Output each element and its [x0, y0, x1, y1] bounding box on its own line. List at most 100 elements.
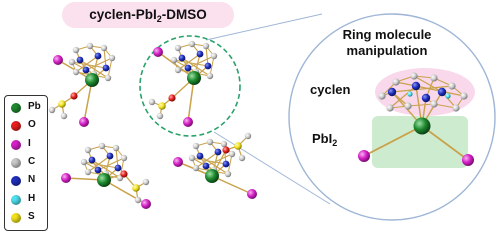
bond [85, 57, 113, 71]
bond [187, 77, 195, 123]
iodine-atom [141, 199, 151, 209]
nitrogen-atom [94, 166, 102, 174]
legend-label-pb: Pb [28, 101, 41, 112]
carbon-atom [452, 104, 460, 112]
lead-atom [187, 71, 201, 85]
bond [389, 85, 417, 109]
oxygen-atom [70, 92, 78, 100]
carbon-atom [460, 92, 468, 100]
bond [83, 161, 107, 175]
carbon-atom [80, 158, 88, 166]
sulfur-atom [58, 100, 66, 108]
carbon-atom [174, 66, 182, 74]
carbon-atom [448, 82, 456, 90]
legend-label-c: C [28, 155, 36, 167]
carbon-atom [84, 146, 92, 154]
iodine-atom [53, 55, 63, 65]
sulfur-atom [234, 142, 242, 150]
carbon-atom [142, 178, 150, 186]
iodine-atom [358, 150, 370, 162]
bond [421, 125, 469, 161]
iodine-atom [462, 154, 474, 166]
nitrogen-atom [102, 64, 110, 72]
carbon-atom [112, 144, 120, 152]
carbon-atom [100, 44, 108, 52]
carbon-atom [220, 140, 228, 148]
carbon-atom [430, 74, 438, 82]
bond [407, 103, 435, 107]
iodine-atom [247, 189, 257, 199]
oxygen-atom [222, 146, 230, 154]
bond [181, 57, 211, 77]
carbon-atom [86, 42, 94, 50]
lead-atom [97, 173, 111, 187]
nitrogen-atom [184, 64, 192, 72]
iodine-atom [153, 47, 163, 57]
iodine-atom [183, 117, 193, 127]
bond [205, 153, 233, 167]
oxygen-atom [168, 94, 176, 102]
legend-label-i: I [28, 137, 31, 149]
bond [91, 159, 121, 179]
bond [391, 85, 453, 93]
sulfur-atom [158, 102, 166, 110]
nitrogen-atom [214, 148, 222, 156]
sulfur-atom [132, 184, 140, 192]
nitrogen-atom [106, 152, 114, 160]
carbon-atom [210, 52, 218, 60]
carbon-atom [378, 92, 386, 100]
lead-atom [205, 169, 219, 183]
bond [191, 157, 215, 171]
bond [177, 53, 201, 71]
bond [87, 155, 111, 173]
carbon-atom [430, 100, 438, 108]
bond [227, 153, 233, 175]
carbon-atom [192, 164, 200, 172]
bond [107, 57, 113, 79]
legend-row-o: O [5, 119, 49, 134]
legend-row-c: C [5, 156, 49, 171]
hydrogen-atom [407, 91, 413, 97]
bond [433, 103, 457, 109]
zoom-panel-title: Ring molecule manipulation [342, 27, 432, 58]
iodine-atom [79, 117, 89, 127]
title-highlight [62, 2, 234, 28]
figure-title: cyclen-PbI2-DMSO [89, 7, 207, 24]
carbon-atom [60, 112, 68, 120]
bond [211, 175, 253, 195]
legend-row-pb: Pb [5, 101, 49, 116]
nitrogen-atom [202, 162, 210, 170]
bond [191, 157, 227, 165]
bond [71, 61, 95, 75]
legend-label-s: S [28, 210, 35, 222]
nitrogen-atom [387, 87, 397, 97]
carbon-atom [410, 72, 418, 80]
legend-row-i: I [5, 138, 49, 153]
bond [173, 59, 209, 67]
legend-label-o: O [28, 119, 36, 131]
carbon-atom [238, 154, 246, 162]
iodine-atom [173, 157, 183, 167]
legend-label-n: N [28, 174, 36, 186]
legend-swatch-h [11, 194, 21, 205]
cyclen-highlight [375, 68, 475, 116]
carbon-atom [156, 112, 164, 120]
carbon-atom [188, 154, 196, 162]
nitrogen-atom [76, 56, 84, 64]
legend-row-n: N [5, 174, 49, 189]
bond [195, 151, 219, 169]
carbon-atom [202, 42, 210, 50]
bond [187, 55, 215, 69]
carbon-atom [206, 138, 214, 146]
lead-atom [413, 117, 431, 135]
carbon-atom [170, 56, 178, 64]
legend-swatch-c [11, 157, 21, 168]
zoom-guide-line-bottom [213, 131, 331, 205]
nitrogen-atom [437, 87, 447, 97]
bond [97, 157, 125, 171]
legend-swatch-s [11, 212, 21, 223]
nitrogen-atom [196, 152, 204, 160]
carbon-atom [404, 102, 412, 110]
